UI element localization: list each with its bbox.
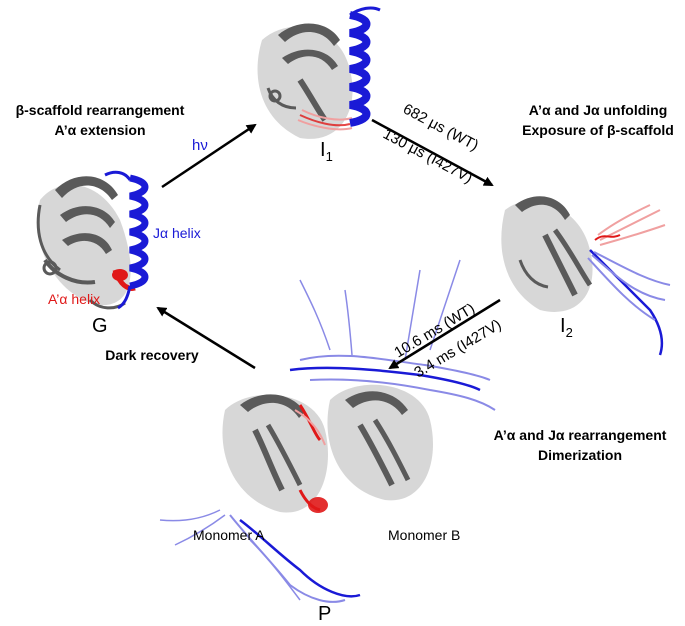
- label-monomer-a: Monomer A: [193, 527, 265, 543]
- label-step-g-i1-line2: A’α extension: [54, 122, 145, 138]
- i1-j-helix: [349, 6, 381, 127]
- structure-i1: [257, 6, 381, 139]
- g-j-helix: [117, 174, 149, 310]
- structure-g: [36, 170, 149, 310]
- arrow-g-to-i1: [161, 123, 257, 189]
- state-label-i2: I2: [560, 315, 573, 340]
- label-step-i2-p-line2: Dimerization: [538, 447, 622, 463]
- label-step-i1-i2-line1: A’α and Jα unfolding: [529, 102, 668, 118]
- label-a-helix: A’α helix: [48, 291, 100, 307]
- state-label-i1: I1: [320, 139, 333, 164]
- structure-i2: [501, 196, 671, 356]
- state-label-p: P: [318, 603, 331, 625]
- label-step-i1-i2-line2: Exposure of β-scaffold: [522, 122, 674, 138]
- state-label-g: G: [92, 315, 108, 337]
- label-hv: hν: [192, 137, 208, 154]
- label-j-helix: Jα helix: [153, 225, 201, 241]
- arrow-i1-to-i2: [371, 118, 494, 187]
- label-monomer-b: Monomer B: [388, 527, 460, 543]
- arrow-i2-to-p: [388, 298, 501, 370]
- structure-p: [159, 259, 496, 603]
- arrow-p-to-g: [156, 306, 256, 370]
- label-step-i2-p-line1: A’α and Jα rearrangement: [494, 427, 667, 443]
- label-dark-recovery: Dark recovery: [105, 347, 199, 363]
- label-step-g-i1-line1: β-scaffold rearrangement: [16, 102, 185, 118]
